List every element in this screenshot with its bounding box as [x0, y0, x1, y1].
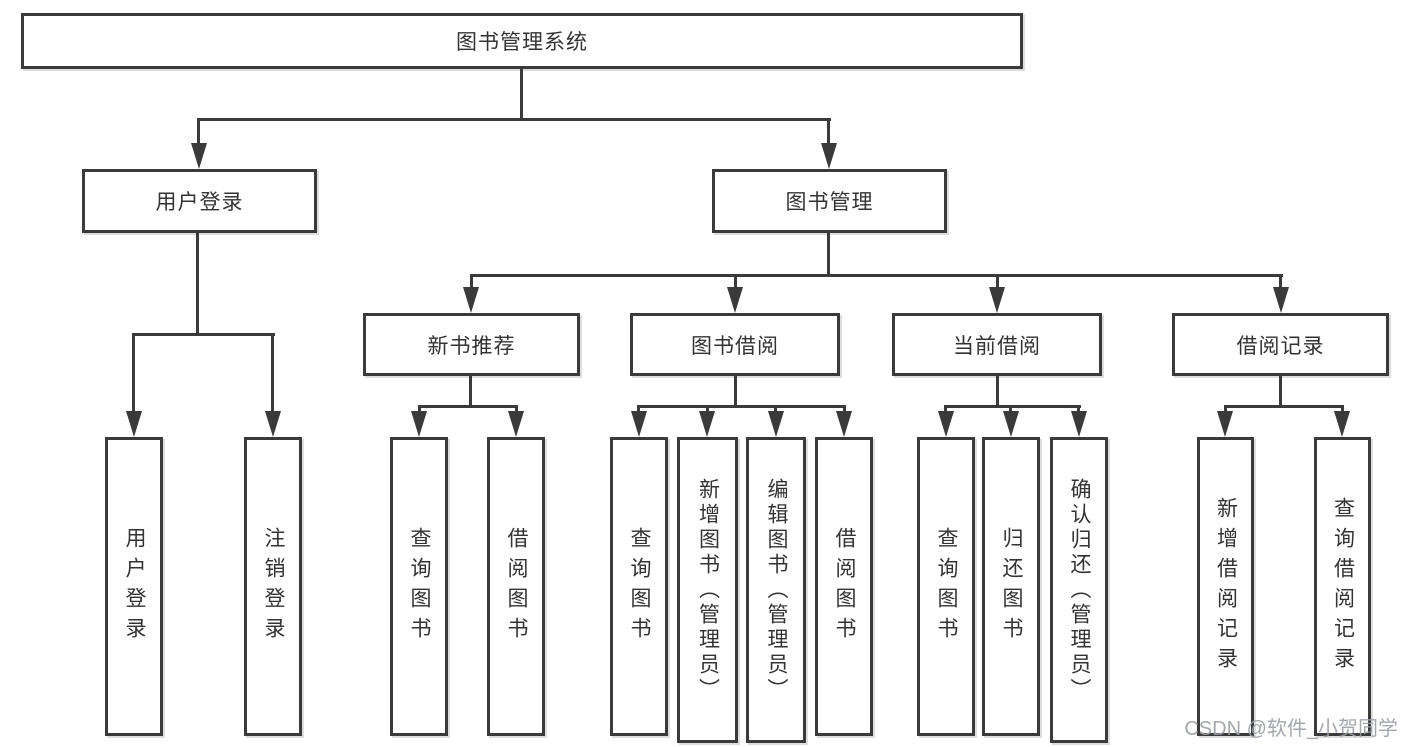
connector-book-mgmt-down [827, 233, 830, 277]
leaf-cb-return-books: 归还图书 [982, 437, 1040, 736]
connector-borrow-records-stem [1279, 274, 1282, 290]
arrow-to-leaf [1334, 411, 1350, 437]
csdn-watermark: CSDN @软件_小贺同学 [1184, 718, 1398, 740]
arrow-to-leaf [508, 411, 524, 437]
arrow-to-leaf [938, 411, 954, 437]
arrow-to-leaf [631, 411, 647, 437]
arrow-to-login-leaf [126, 411, 142, 437]
connector-current-borrow-rail [944, 405, 1081, 408]
connector-borrow-records-rail [1224, 405, 1344, 408]
node-library-system-root: 图书管理系统 [21, 13, 1023, 69]
leaf-user-login: 用户登录 [105, 437, 163, 736]
node-user-login: 用户登录 [82, 169, 317, 233]
connector-new-books-down [469, 376, 472, 407]
arrow-to-leaf [1003, 411, 1019, 437]
leaf-bb-borrow-books: 借阅图书 [815, 437, 873, 736]
arrow-to-book-borrow [727, 287, 743, 313]
connector-root-stem [520, 69, 523, 118]
connector-current-borrow-down [996, 376, 999, 407]
connector-book-borrow-stem [734, 274, 737, 290]
arrow-to-leaf [1071, 411, 1087, 437]
leaf-logout-login: 注销登录 [244, 437, 302, 736]
leaf-nb-borrow-books: 借阅图书 [487, 437, 545, 736]
connector-borrow-records-down [1279, 376, 1282, 407]
arrow-to-book-mgmt [821, 143, 837, 169]
connector-level2-rail [197, 118, 831, 121]
leaf-br-query-record: 查询借阅记录 [1314, 437, 1371, 736]
connector-user-login-down [196, 233, 199, 335]
arrow-to-leaf [411, 411, 427, 437]
connector-login-leaf-stem [132, 333, 135, 413]
arrow-to-logout-leaf [265, 411, 281, 437]
arrow-to-leaf [768, 411, 784, 437]
leaf-bb-edit-books-admin: 编辑图书（管理员） [746, 437, 806, 743]
node-current-borrow: 当前借阅 [892, 313, 1102, 376]
arrow-to-leaf [699, 411, 715, 437]
connector-new-books-stem [470, 274, 473, 290]
arrow-to-user-login [191, 143, 207, 169]
connector-level3-rail [470, 274, 1283, 277]
arrow-to-new-books [463, 287, 479, 313]
arrow-to-borrow-records [1273, 287, 1289, 313]
connector-book-mgmt-stem [827, 118, 830, 146]
node-book-mgmt: 图书管理 [712, 169, 947, 233]
connector-current-borrow-stem [996, 274, 999, 290]
arrow-to-leaf [836, 411, 852, 437]
node-book-borrow: 图书借阅 [630, 313, 840, 376]
arrow-to-current-borrow [989, 287, 1005, 313]
connector-logout-leaf-stem [271, 333, 274, 413]
leaf-bb-query-books: 查询图书 [610, 437, 668, 736]
leaf-nb-query-books: 查询图书 [390, 437, 448, 736]
leaf-cb-query-books: 查询图书 [917, 437, 975, 736]
connector-user-login-stem [197, 118, 200, 146]
node-new-books: 新书推荐 [363, 313, 580, 376]
connector-user-login-rail [132, 333, 275, 336]
leaf-bb-add-books-admin: 新增图书（管理员） [677, 437, 738, 743]
connector-book-borrow-rail [637, 405, 846, 408]
leaf-cb-confirm-return-admin: 确认归还（管理员） [1050, 437, 1108, 743]
leaf-br-add-record: 新增借阅记录 [1197, 437, 1254, 736]
connector-new-books-rail [418, 405, 518, 408]
node-borrow-records: 借阅记录 [1172, 313, 1389, 376]
arrow-to-leaf [1217, 411, 1233, 437]
connector-book-borrow-down [734, 376, 737, 407]
